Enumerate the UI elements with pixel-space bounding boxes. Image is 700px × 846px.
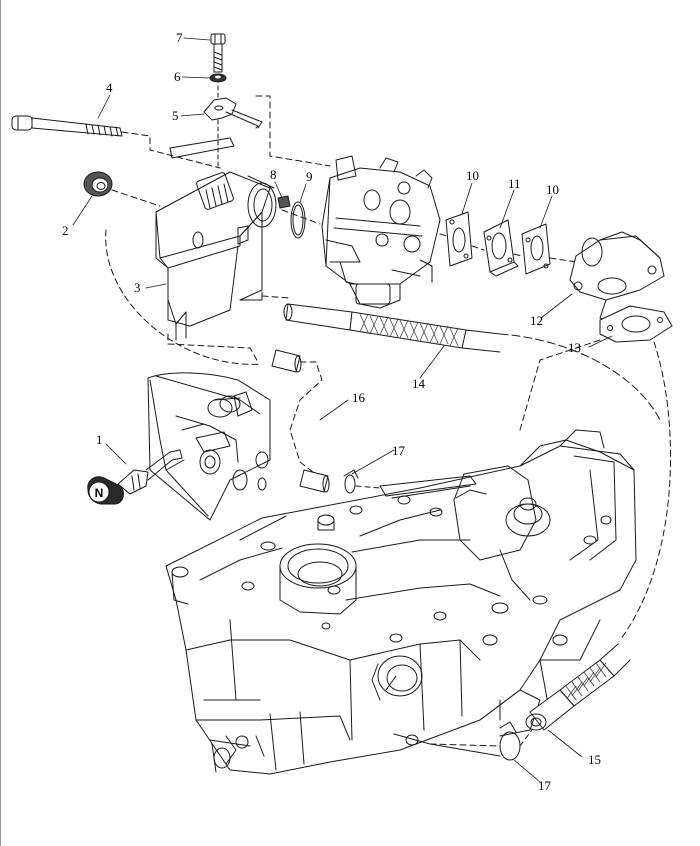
part-oring-9	[290, 201, 306, 239]
part-hose-16	[271, 349, 323, 477]
part-fuel-hose-14	[283, 303, 661, 421]
part-gasket-13	[599, 305, 673, 343]
callout-15: 15	[588, 752, 601, 767]
part-silencer-3	[155, 137, 277, 341]
callout-6: 6	[174, 69, 181, 84]
callout-2: 2	[62, 223, 69, 238]
part-grommet-2	[83, 171, 161, 207]
part-manifold-12	[569, 231, 665, 323]
callout-4: 4	[106, 80, 113, 95]
callout-11: 11	[508, 176, 521, 191]
callout-17-upper: 17	[392, 443, 406, 458]
part-bolt-7	[210, 33, 226, 73]
callout-13: 13	[568, 340, 581, 355]
part-engine-block	[165, 429, 637, 775]
part-carburetor	[321, 155, 441, 309]
part-gasket-10a	[445, 211, 473, 267]
callout-5: 5	[172, 108, 179, 123]
part-hose-clip-17b	[429, 721, 533, 761]
callout-8: 8	[270, 167, 277, 182]
part-long-bolt-4	[11, 115, 221, 169]
part-washer-6	[209, 73, 227, 83]
callout-16: 16	[352, 390, 366, 405]
callout-9: 9	[306, 169, 313, 184]
part-choke-knob-1	[87, 372, 271, 521]
leader-lines	[72, 37, 613, 783]
callout-10-left: 10	[466, 168, 479, 183]
knob-letter: N	[95, 486, 104, 500]
callout-3: 3	[134, 280, 141, 295]
part-clip-8	[277, 195, 291, 209]
callout-10-right: 10	[546, 182, 559, 197]
callout-12: 12	[530, 313, 543, 328]
part-spacer-11	[483, 219, 519, 277]
part-gasket-10b	[521, 223, 551, 275]
part-hose-clip-17a	[299, 469, 381, 494]
part-hose-15	[525, 643, 631, 731]
callout-1: 1	[96, 432, 103, 447]
callout-17-lower: 17	[538, 778, 552, 793]
part-bracket-5	[203, 85, 263, 167]
callout-7: 7	[176, 30, 183, 45]
callout-14: 14	[412, 376, 426, 391]
